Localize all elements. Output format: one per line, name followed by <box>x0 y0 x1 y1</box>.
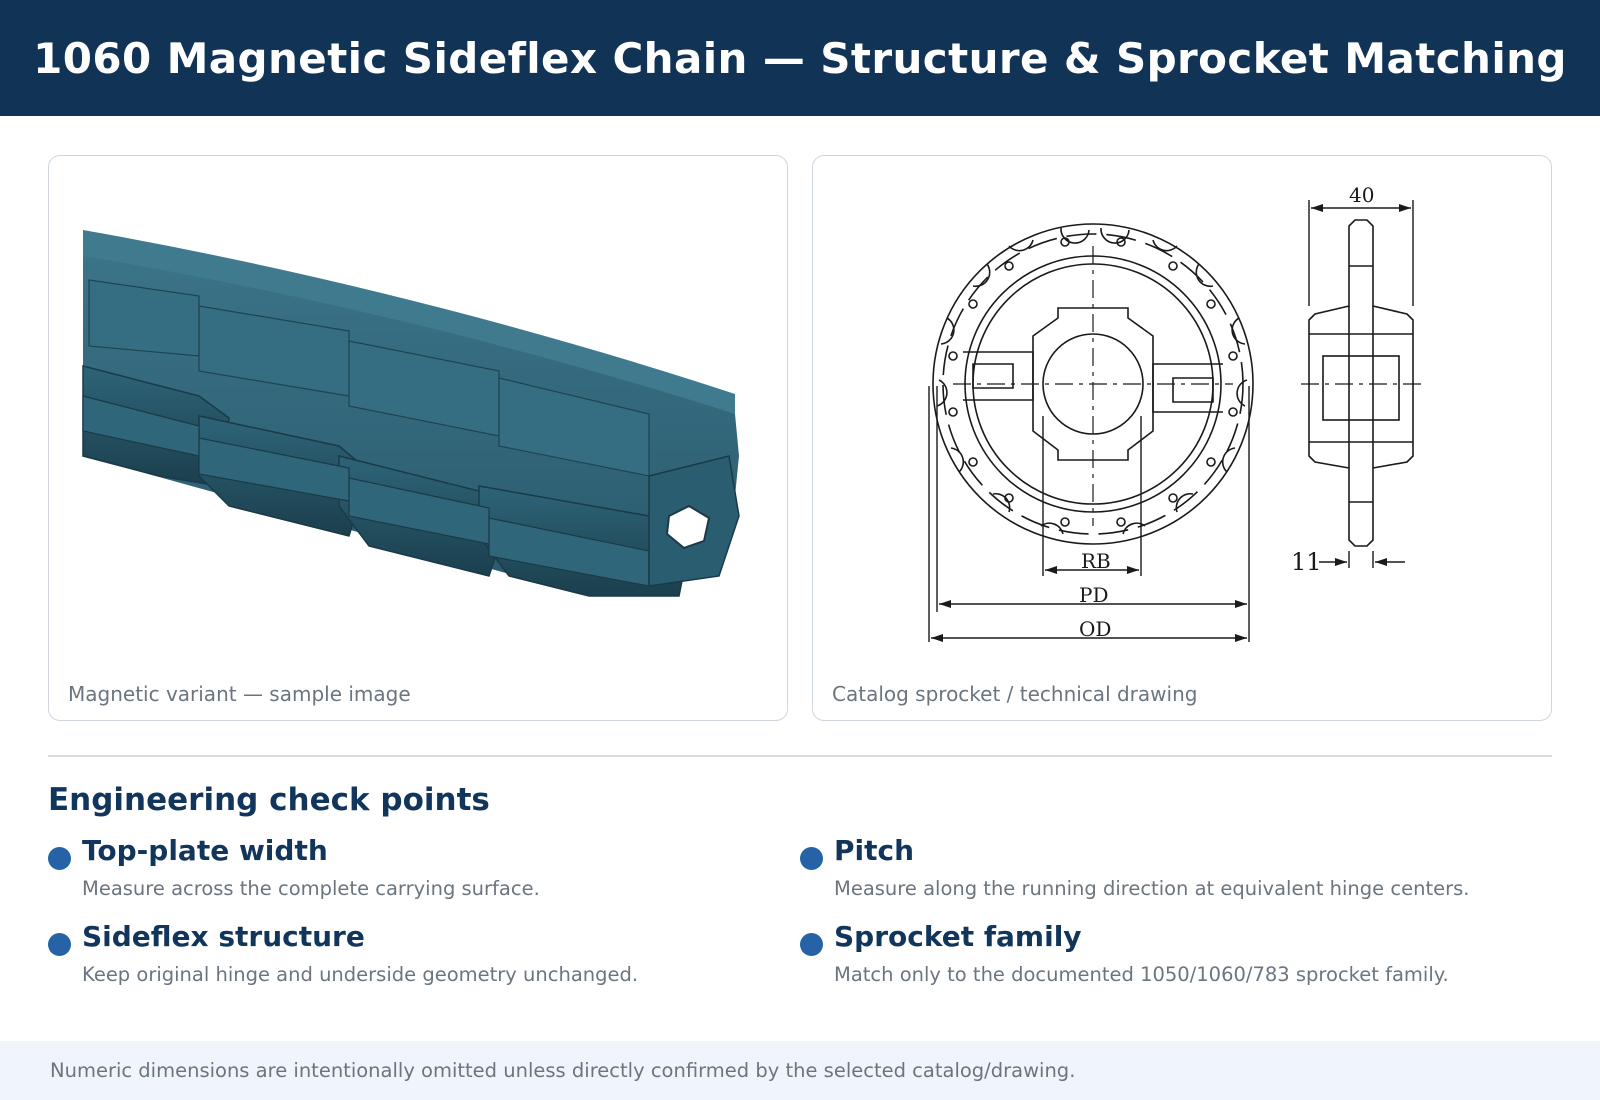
footer-bar: Numeric dimensions are intentionally omi… <box>0 1041 1600 1100</box>
chain-image-caption: Magnetic variant — sample image <box>68 682 411 706</box>
check-desc: Measure across the complete carrying sur… <box>82 877 540 900</box>
pd-label: PD <box>1079 583 1109 607</box>
page-title: 1060 Magnetic Sideflex Chain — Structure… <box>33 33 1567 83</box>
check-title: Sprocket family <box>834 920 1082 953</box>
footer-note: Numeric dimensions are intentionally omi… <box>50 1059 1076 1082</box>
bullet-icon <box>800 847 823 870</box>
chain-image-panel: Magnetic variant — sample image <box>48 155 788 721</box>
sprocket-side-view: 40 11 <box>1291 183 1425 576</box>
sprocket-front-view: RB PD OD <box>928 223 1254 642</box>
sprocket-drawing-caption: Catalog sprocket / technical drawing <box>832 682 1198 706</box>
od-label: OD <box>1079 617 1111 641</box>
section-title: Engineering check points <box>48 782 490 818</box>
check-title: Pitch <box>834 834 915 867</box>
check-title: Sideflex structure <box>82 920 365 953</box>
section-divider <box>48 755 1552 757</box>
check-desc: Measure along the running direction at e… <box>834 877 1470 900</box>
sprocket-technical-drawing: RB PD OD <box>928 183 1425 642</box>
sprocket-drawing-panel: RB PD OD <box>812 155 1552 721</box>
rb-label: RB <box>1081 549 1111 573</box>
bullet-icon <box>800 933 823 956</box>
bullet-icon <box>48 933 71 956</box>
chain-sample-image <box>82 230 740 597</box>
hub-width-label: 11 <box>1291 548 1322 576</box>
check-title: Top-plate width <box>82 834 328 867</box>
check-desc: Match only to the documented 1050/1060/7… <box>834 963 1449 986</box>
bullet-icon <box>48 847 71 870</box>
width-label: 40 <box>1349 183 1374 207</box>
check-desc: Keep original hinge and underside geomet… <box>82 963 639 986</box>
page-header: 1060 Magnetic Sideflex Chain — Structure… <box>0 0 1600 116</box>
